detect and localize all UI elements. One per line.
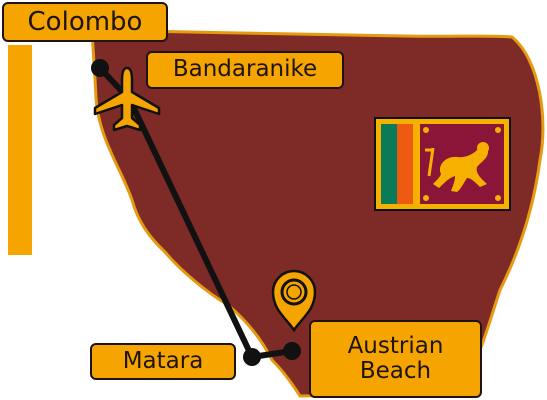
label-matara: Matara <box>90 343 236 380</box>
airplane-icon <box>93 66 161 132</box>
route-point-matara <box>243 348 261 366</box>
location-pin-icon <box>271 269 317 333</box>
label-bandaranike-text: Bandaranike <box>172 56 318 83</box>
sri-lanka-flag-icon <box>374 117 511 211</box>
label-austrian-beach-line2: Beach <box>359 358 432 384</box>
label-colombo-text: Colombo <box>27 6 143 37</box>
route-point-colombo <box>91 59 109 77</box>
label-austrian-beach-line1: Austrian <box>347 332 444 359</box>
route-point-austrian-beach <box>283 342 301 360</box>
label-colombo: Colombo <box>2 2 168 42</box>
scale-bar <box>8 45 32 255</box>
label-austrian-beach: Austrian Beach <box>309 320 482 398</box>
label-matara-text: Matara <box>122 347 204 374</box>
label-bandaranike: Bandaranike <box>146 51 344 89</box>
route-line <box>97 65 295 360</box>
